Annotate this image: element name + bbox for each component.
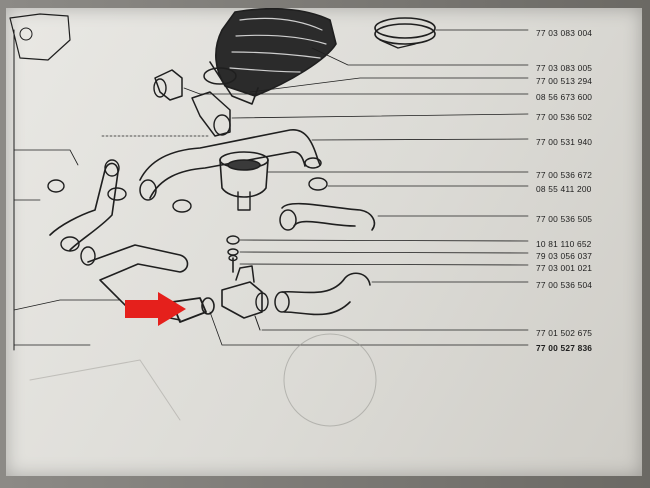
carb-fitting [19,27,33,41]
filter-bowl [219,151,269,211]
part-number-label: 08 56 673 600 [536,92,593,102]
part-number-label: 77 00 513 294 [536,76,593,86]
small-clamps [47,177,328,213]
part-number-label: 77 00 531 940 [536,137,593,147]
part-number-label: 77 00 536 502 [536,112,593,122]
bellows-hose [203,8,337,105]
parts-diagram-sheet: 77 03 083 004 77 03 083 005 77 00 513 29… [6,8,642,476]
part-number-label: 77 03 001 021 [536,263,593,273]
hose-left-lower [87,244,189,321]
red-pointer-arrow [125,292,186,326]
part-number-label: 77 03 083 005 [536,63,593,73]
washers-and-bolt [226,235,240,273]
part-number-label-highlighted: 77 00 527 836 [536,343,593,353]
carburettor-outline [9,13,71,61]
hose-left-upper [49,162,119,251]
part-number-label: 79 03 056 037 [536,251,593,261]
part-number-label: 77 03 083 004 [536,28,593,38]
hose-531-940 [139,129,321,199]
hose-clamp-top [374,17,436,49]
elbow-fitting-left [153,69,183,101]
exploded-parts-drawing [9,8,529,427]
highlighted-hose-piece [171,297,215,323]
part-number-label: 77 00 536 672 [536,170,593,180]
part-number-label: 77 00 536 504 [536,280,593,290]
leader-line [13,149,79,166]
tee-fitting [221,265,269,331]
leader-line [13,299,121,311]
hose-536-504 [281,272,371,316]
hose-536-505 [281,202,376,231]
elbow-fitting-right [191,91,231,137]
leader-lines [101,29,529,346]
part-number-label: 10 81 110 652 [536,239,592,249]
part-number-label: 77 01 502 675 [536,328,593,338]
part-number-label: 08 55 411 200 [536,184,592,194]
part-number-label: 77 00 536 505 [536,214,593,224]
